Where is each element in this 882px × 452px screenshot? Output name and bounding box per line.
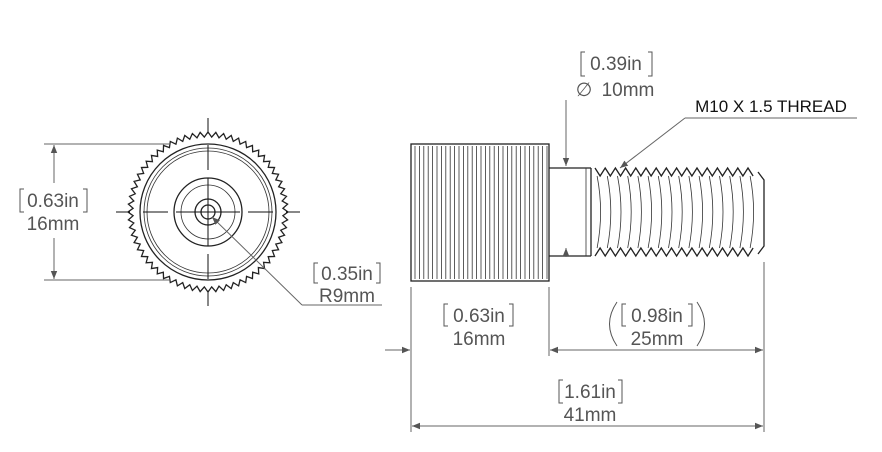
bracket-right [509,303,514,327]
head-length-mm: 16mm [453,329,506,350]
thread-crest [688,175,693,249]
reference-paren-left [609,301,618,347]
thread-crest [606,175,612,249]
thread-diameter-dimension: 0.39in ∅ 10mm [562,51,655,257]
knurl-lines [414,146,548,279]
extension-lines [410,262,765,432]
head-length-inch: 0.63in [453,306,505,327]
thread-callout: M10 X 1.5 THREAD [619,97,857,169]
thread-crest [739,175,744,249]
bracket-left [558,379,563,404]
front-view: 0.63in 16mm 0.35in R9mm [19,118,382,307]
thread-length-mm: 25mm [631,329,684,350]
knurled-head [410,143,550,282]
head-face-outer-ring [139,143,277,281]
thread-crest [678,175,683,249]
shank [549,167,591,257]
front-height-inch: 0.63in [27,191,79,212]
thread-crest [719,175,724,249]
bracket-left [580,51,585,77]
thread-crest [698,175,703,249]
thread-section [590,166,765,258]
diameter-symbol: ∅ [576,80,593,101]
bracket-right [618,379,623,404]
bracket-right [648,51,653,77]
thread-crest [596,175,601,249]
bracket-right [83,188,88,213]
front-height-mm: 16mm [27,214,80,235]
radius-leader: 0.35in R9mm [211,216,382,307]
thread-diameter-mm: 10mm [602,80,655,101]
radius-mm: R9mm [319,286,375,307]
thread-callout-label: M10 X 1.5 THREAD [695,97,847,116]
side-view: 0.39in ∅ 10mm M10 X 1.5 THREAD 0.63in 16… [385,51,857,432]
thread-crest [668,175,673,249]
thread-length-dimension: 0.98in 25mm [609,301,705,350]
front-height-dimension: 0.63in 16mm [19,143,170,281]
thread-crest [749,175,754,249]
thread-crest [637,175,642,249]
thread-crest [617,175,622,249]
bracket-left [621,303,626,327]
overall-length-inch: 1.61in [564,382,616,403]
bracket-left [443,303,448,327]
thread-diameter-inch: 0.39in [590,54,642,75]
thread-crest [647,175,652,249]
overall-length-dimension: 1.61in 41mm [412,379,763,430]
thread-crest [729,175,734,249]
thread-crest [657,175,663,249]
bracket-left [19,188,24,213]
front-centerlines [116,118,300,306]
overall-length-mm: 41mm [564,405,617,426]
thread-crest [627,175,632,249]
bracket-right [688,303,693,327]
thread-length-inch: 0.98in [631,306,683,327]
radius-inch: 0.35in [321,264,373,285]
thread-crest [708,175,714,249]
head-length-dimension: 0.63in 16mm [385,303,763,354]
bracket-left [313,262,318,284]
reference-paren-right [696,301,705,347]
bracket-right [376,262,381,284]
